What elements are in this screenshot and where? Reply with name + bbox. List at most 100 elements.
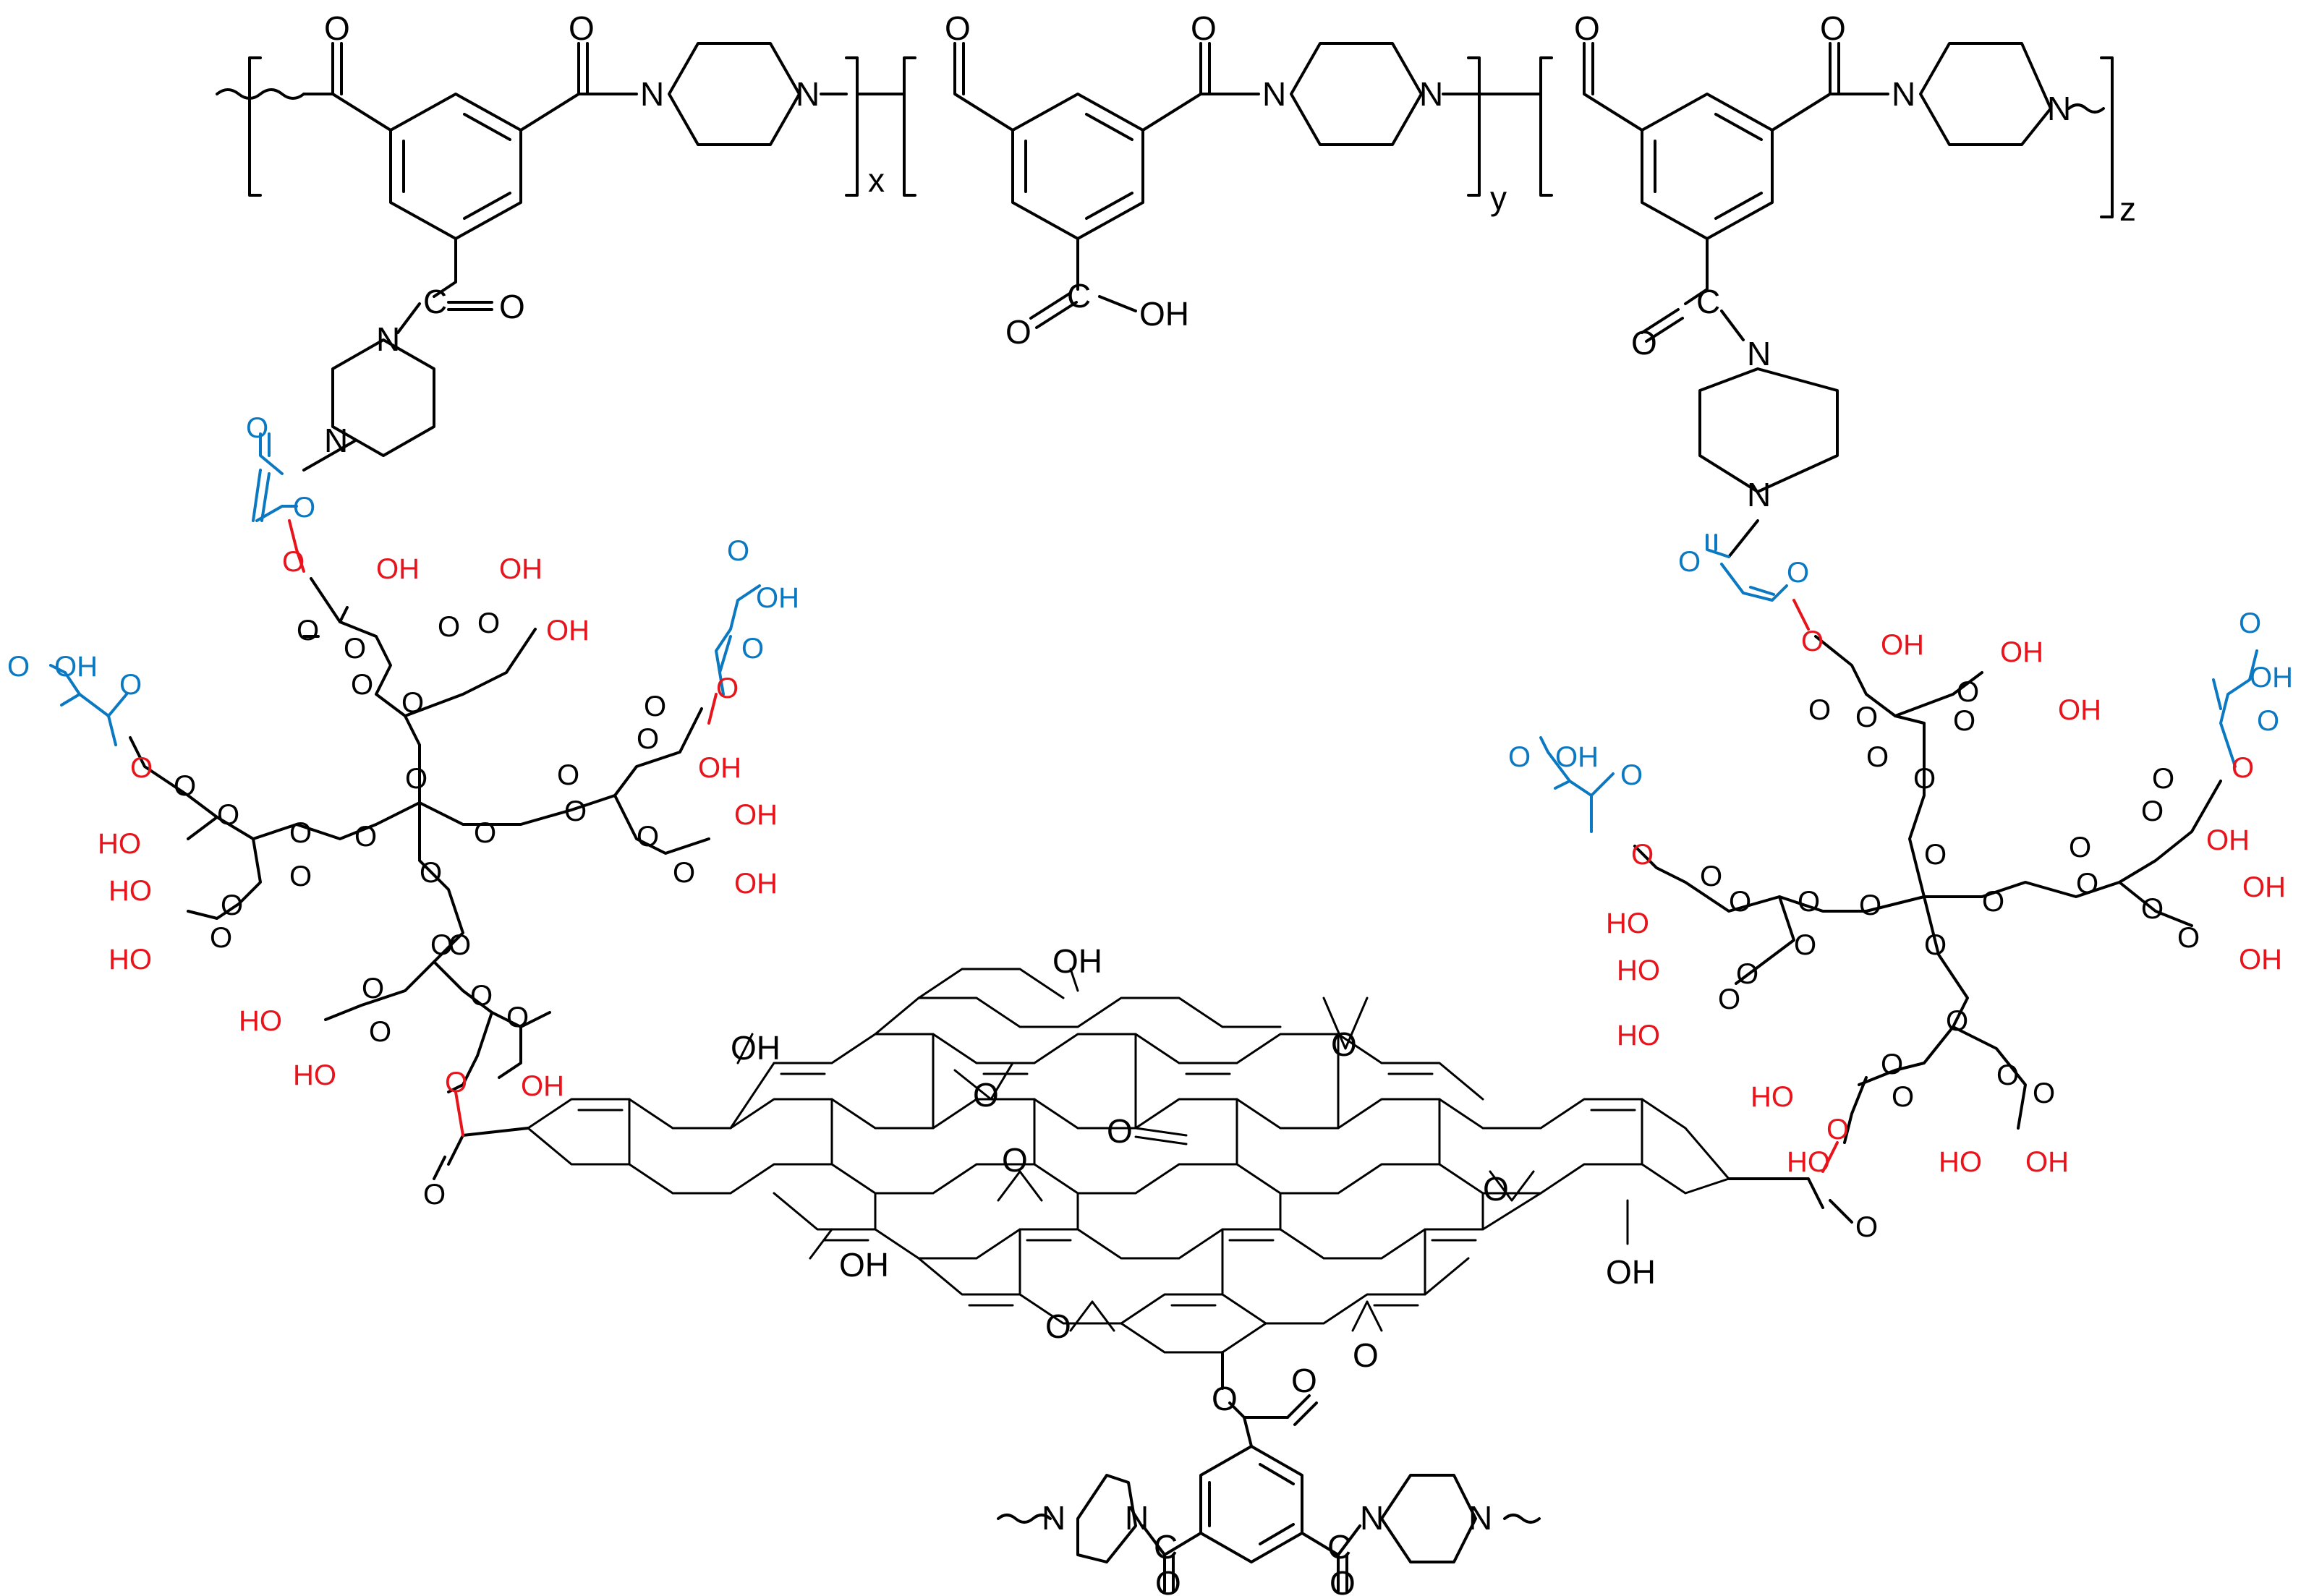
label-o: O: [1191, 9, 1217, 47]
label-o: O: [1330, 1564, 1356, 1596]
label-oh-red: OH: [2000, 636, 2043, 668]
label-o-blue: O: [2257, 705, 2279, 737]
label-o: O: [564, 795, 587, 827]
label-o: O: [637, 723, 659, 755]
label-n: N: [1360, 1499, 1384, 1537]
label-o: O: [1331, 1025, 1357, 1063]
label-oh: OH: [731, 1029, 780, 1067]
label-o: O: [1794, 929, 1816, 961]
label-c: C: [1067, 277, 1091, 315]
label-oh-blue: OH: [2250, 662, 2293, 694]
left-dendrimer: [49, 432, 761, 1093]
label-o-red: O: [130, 752, 153, 784]
label-n: N: [2047, 90, 2071, 127]
label-c: C: [1327, 1528, 1351, 1566]
label-oh-red: HO: [109, 875, 152, 907]
label-oh-red: HO: [1787, 1146, 1830, 1178]
label-o-blue: O: [2239, 607, 2261, 639]
label-o: O: [1212, 1380, 1238, 1417]
label-o: O: [2069, 832, 2091, 863]
label-o: O: [423, 1179, 446, 1211]
label-oh-blue: OH: [54, 651, 98, 683]
label-o: O: [1808, 694, 1831, 726]
label-o: O: [362, 973, 384, 1004]
label-o: O: [351, 669, 373, 701]
label-o: O: [1353, 1336, 1379, 1374]
label-o: O: [401, 687, 424, 719]
label-oh-blue: OH: [1555, 741, 1599, 773]
label-n: N: [1747, 476, 1771, 513]
label-o: O: [569, 9, 595, 47]
label-o-red: O: [1826, 1114, 1849, 1145]
label-o: O: [369, 1016, 391, 1048]
label-o: O: [1953, 705, 1975, 737]
label-o: O: [420, 857, 442, 889]
label-o: O: [1736, 958, 1758, 990]
bottom-backbone: [997, 1394, 1541, 1592]
label-o: O: [2141, 795, 2164, 827]
label-oh-red: OH: [2058, 694, 2101, 726]
label-o: O: [344, 633, 366, 665]
label-o: O: [221, 889, 243, 921]
label-oh-red: OH: [1881, 629, 1924, 661]
label-oh-red: HO: [293, 1059, 336, 1091]
label-o: O: [1859, 889, 1881, 921]
label-o-blue: O: [1787, 557, 1809, 589]
label-o: O: [438, 611, 460, 643]
label-o: O: [1002, 1141, 1028, 1179]
label-oh-blue: OH: [756, 582, 799, 614]
label-o: O: [474, 817, 496, 849]
label-n: N: [1468, 1499, 1492, 1537]
label-o-red: O: [2232, 752, 2254, 784]
label-o: O: [324, 9, 350, 47]
label-o-blue: O: [727, 535, 749, 567]
label-o-red: O: [282, 546, 305, 578]
label-o-blue: O: [1678, 546, 1701, 578]
label-o: O: [1957, 676, 1979, 708]
label-o: O: [1820, 9, 1846, 47]
polymer-backbone: [216, 42, 2114, 558]
label-o: O: [2141, 893, 2164, 925]
label-o: O: [1718, 983, 1740, 1015]
label-o: O: [2076, 868, 2098, 900]
label-o: O: [2177, 922, 2200, 954]
label-o: O: [1729, 886, 1751, 918]
label-n: N: [1262, 75, 1286, 113]
label-oh-red: HO: [1606, 908, 1649, 939]
label-o: O: [637, 821, 659, 853]
label-o: O: [1855, 701, 1878, 733]
label-n: N: [1747, 335, 1771, 372]
segment-x: [248, 42, 859, 471]
label-o: O: [174, 770, 196, 802]
label-o-red: O: [445, 1067, 467, 1098]
label-oh: OH: [1052, 942, 1102, 980]
label-oh-red: HO: [1939, 1146, 1982, 1178]
label-o: O: [499, 288, 525, 325]
label-o-blue: O: [246, 412, 268, 444]
label-o: O: [1866, 741, 1889, 773]
label-c: C: [1154, 1528, 1178, 1566]
label-c: C: [1696, 283, 1720, 320]
label-o: O: [1924, 839, 1947, 871]
label-oh-red: OH: [2239, 944, 2282, 976]
label-c: C: [423, 283, 447, 320]
label-o: O: [973, 1076, 999, 1114]
label-o-blue: O: [293, 492, 315, 524]
label-o: O: [217, 799, 239, 831]
label-o: O: [470, 980, 493, 1012]
label-oh: OH: [839, 1246, 889, 1284]
label-o: O: [1855, 1211, 1878, 1243]
label-n: N: [1125, 1499, 1149, 1537]
label-n: N: [640, 75, 664, 113]
label-oh-red: OH: [734, 799, 778, 831]
label-o: O: [506, 1002, 529, 1033]
label-o: O: [477, 607, 500, 639]
label-o: O: [1946, 1005, 1968, 1037]
label-oh-red: OH: [2206, 824, 2250, 856]
label-o: O: [297, 615, 319, 646]
label-oh-red: OH: [2025, 1146, 2069, 1178]
label-o: O: [1924, 929, 1947, 961]
label-oh-red: OH: [376, 553, 420, 585]
label-oh-red: OH: [698, 752, 741, 784]
